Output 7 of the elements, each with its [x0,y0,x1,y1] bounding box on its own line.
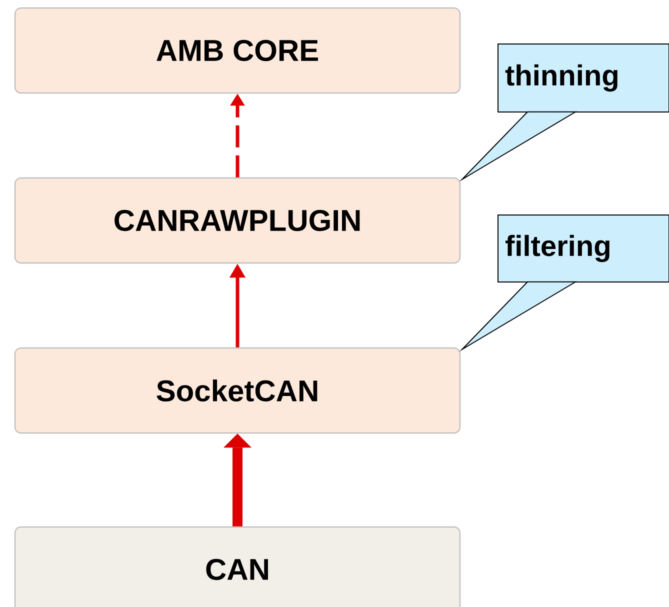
process-box: CANRAWPLUGIN [14,177,461,264]
process-box: SocketCAN [14,347,461,434]
callout-bubble: thinning [498,44,669,112]
process-box: AMB CORE [14,7,461,94]
arrow [224,434,252,526]
process-box: CAN [14,526,461,607]
callout-bubble: filtering [498,214,669,282]
